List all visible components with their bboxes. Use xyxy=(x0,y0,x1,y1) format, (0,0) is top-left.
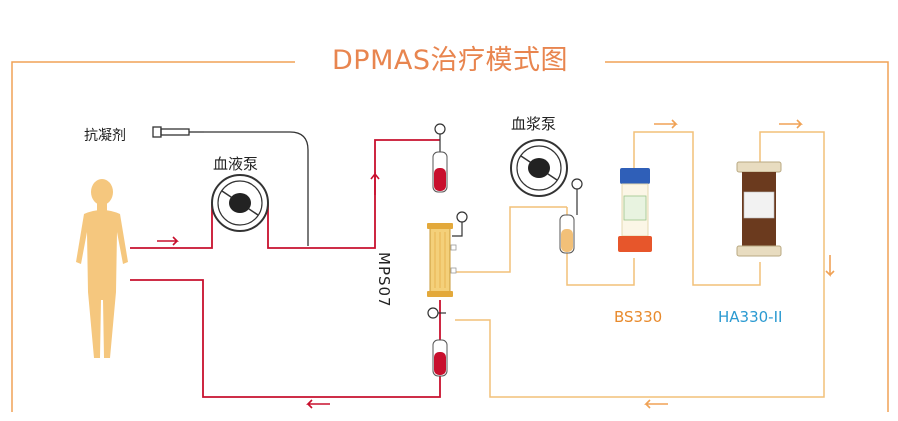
frame-border xyxy=(11,61,889,412)
blood-line xyxy=(130,139,441,398)
plasma-pump-icon xyxy=(510,139,568,197)
ha330-label: HA330-II xyxy=(718,308,783,326)
anticoagulant-label: 抗凝剂 xyxy=(84,128,126,144)
blood-pump-icon xyxy=(211,174,269,232)
mps07-label: MPS07 xyxy=(375,252,393,308)
arrow-right-2 xyxy=(779,119,803,129)
arrow-return xyxy=(306,399,330,409)
mps07-separator-icon xyxy=(427,223,457,297)
pressure-gauge-icon xyxy=(427,123,583,319)
drip-chamber-icon xyxy=(432,151,575,377)
bs330-label: BS330 xyxy=(614,308,663,326)
plasma-pump-label: 血浆泵 xyxy=(511,115,557,133)
arrow-left xyxy=(644,399,668,409)
arrow-right-1 xyxy=(654,119,678,129)
patient-figure xyxy=(76,179,128,358)
flow-arrows xyxy=(157,119,835,409)
blood-pump-label: 血液泵 xyxy=(213,155,259,173)
arrow-down xyxy=(825,255,835,277)
arrow-up xyxy=(370,171,380,195)
arrow-in xyxy=(157,236,179,246)
page-title: DPMAS治疗模式图 xyxy=(295,38,605,77)
bs330-cartridge-icon xyxy=(618,168,652,252)
anticoagulant-syringe xyxy=(152,126,309,246)
ha330-cartridge-icon xyxy=(736,161,782,257)
